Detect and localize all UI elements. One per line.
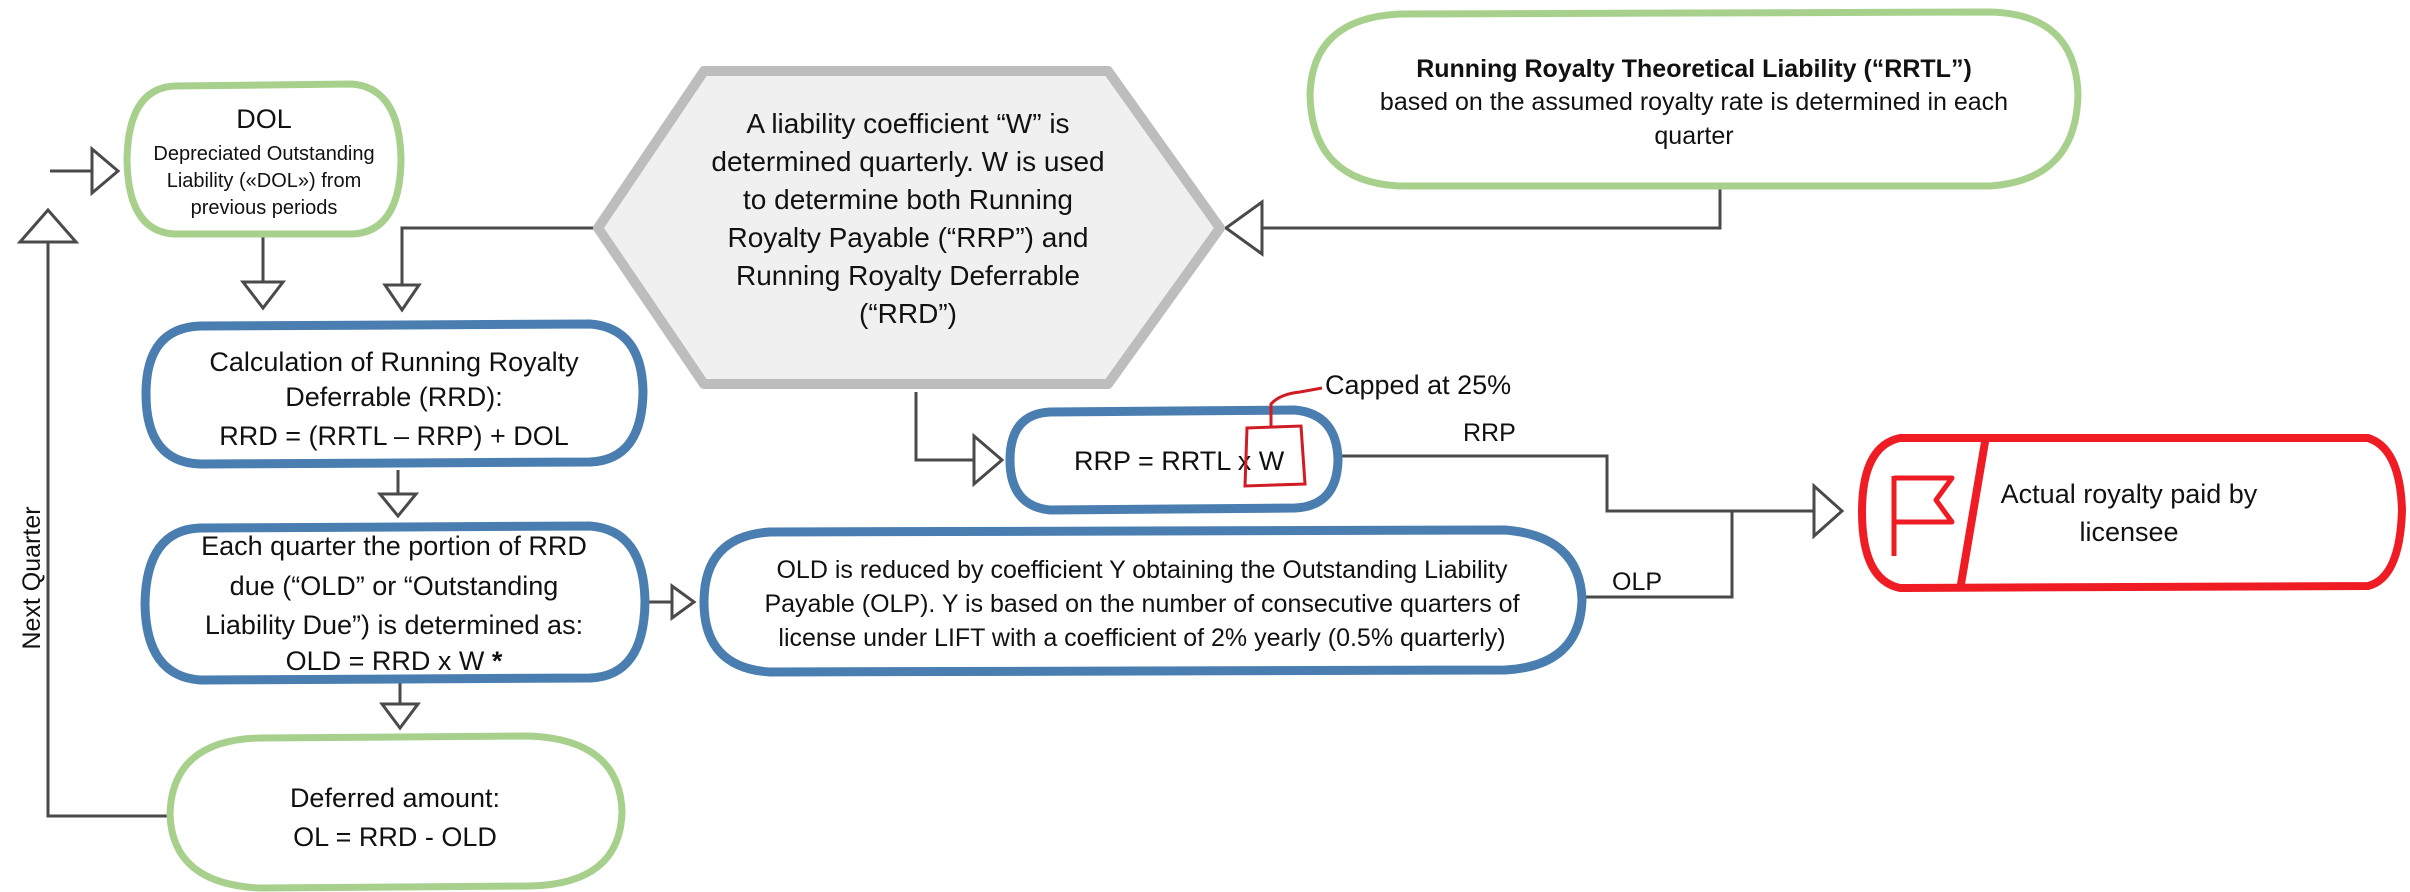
actual-line-2: licensee	[2079, 517, 2178, 547]
rrd-shape	[141, 319, 648, 469]
rrtl-box: Running Royalty Theoretical Liability (“…	[1306, 8, 2082, 190]
rrd-box: Calculation of Running Royalty Deferrabl…	[141, 319, 648, 469]
dol-title: DOL	[236, 104, 292, 134]
deferred-line-1: Deferred amount:	[290, 783, 500, 813]
rrtl-line-2: quarter	[1654, 122, 1733, 150]
label-next-quarter: Next Quarter	[18, 506, 46, 649]
rrd-line-2: Deferrable (RRD):	[285, 382, 503, 412]
olp-line-3: license under LIFT with a coefficient of…	[778, 624, 1505, 652]
dol-line-2: Liability («DOL») from	[167, 170, 362, 192]
old-line-2: due (“OLD” or “Outstanding	[230, 571, 559, 601]
rrp-formula: RRP = RRTL x W	[1074, 446, 1285, 476]
hexagon-shape	[593, 66, 1225, 389]
hexagon-line-2: determined quarterly. W is used	[711, 146, 1104, 177]
hexagon-line-3: to determine both Running	[743, 184, 1073, 215]
connector-rrp-to-actual	[1337, 454, 1820, 513]
connector-next-quarter-loop	[46, 236, 170, 818]
rrd-line-3: RRD = (RRTL – RRP) + DOL	[219, 421, 569, 451]
arrowhead-next-quarter	[16, 207, 80, 244]
actual-shape	[1857, 434, 2407, 593]
arrowhead-into-olp	[670, 583, 697, 621]
actual-line-1: Actual royalty paid by	[2001, 479, 2258, 509]
actual-divider	[1956, 435, 1990, 591]
connector-hexagon-to-rrd	[400, 226, 598, 296]
old-box: Each quarter the portion of RRD due (“OL…	[140, 521, 650, 685]
arrowhead-into-actual	[1812, 482, 1845, 540]
rrtl-line-1: based on the assumed royalty rate is det…	[1380, 88, 2008, 116]
connector-hexagon-to-rrp	[914, 392, 980, 462]
actual-royalty-box: Actual royalty paid by licensee	[1857, 434, 2407, 593]
label-rrp: RRP	[1463, 419, 1516, 447]
hexagon-line-4: Royalty Payable (“RRP”) and	[727, 222, 1088, 253]
rrp-box: RRP = RRTL x W Capped at 25%	[1005, 370, 1511, 515]
olp-line-1: OLD is reduced by coefficient Y obtainin…	[776, 556, 1508, 584]
coefficient-w-hexagon: A liability coefficient “W” is determine…	[593, 66, 1225, 389]
old-line-3: Liability Due”) is determined as:	[205, 610, 583, 640]
label-olp: OLP	[1612, 568, 1662, 596]
dol-box: DOL Depreciated Outstanding Liability («…	[123, 80, 405, 238]
hexagon-line-1: A liability coefficient “W” is	[746, 108, 1069, 139]
hexagon-line-5: Running Royalty Deferrable	[736, 260, 1080, 291]
rrp-cap-note: Capped at 25%	[1325, 370, 1511, 400]
arrowhead-into-rrp	[972, 432, 1005, 488]
old-formula-line: OLD = RRD x W *	[286, 646, 503, 676]
arrowheads	[16, 145, 1845, 731]
olp-shape	[699, 525, 1587, 677]
olp-box: OLD is reduced by coefficient Y obtainin…	[699, 525, 1587, 677]
flag-icon	[1891, 475, 1955, 556]
arrowhead-into-old	[376, 492, 420, 519]
hexagon-line-6: (“RRD”)	[859, 298, 957, 329]
old-asterisk: *	[492, 646, 503, 676]
rrtl-title: Running Royalty Theoretical Liability (“…	[1416, 55, 1972, 83]
rrd-line-1: Calculation of Running Royalty	[209, 347, 579, 377]
olp-line-2: Payable (OLP). Y is based on the number …	[764, 590, 1519, 618]
old-line-1: Each quarter the portion of RRD	[201, 531, 587, 561]
deferred-shape	[166, 732, 626, 892]
deferred-box: Deferred amount: OL = RRD - OLD	[166, 732, 626, 892]
dol-shape	[123, 80, 405, 238]
arrowhead-into-rrd-from-dol	[239, 280, 287, 311]
arrowhead-into-hexagon	[1223, 199, 1264, 257]
old-formula: OLD = RRD x W	[286, 646, 485, 676]
arrowhead-into-dol	[90, 145, 121, 197]
dol-line-3: previous periods	[191, 197, 338, 219]
dol-line-1: Depreciated Outstanding	[153, 143, 374, 165]
cap-marker-shape	[1243, 386, 1323, 488]
connector-olp-to-actual	[1580, 511, 1734, 599]
rrtl-shape	[1306, 8, 2082, 190]
deferred-line-2: OL = RRD - OLD	[293, 822, 497, 852]
arrowhead-into-rrd-from-hexagon	[382, 283, 422, 313]
connector-rrtl-to-hexagon	[1240, 188, 1722, 230]
arrowhead-into-deferred	[379, 702, 421, 731]
old-shape	[140, 521, 650, 685]
